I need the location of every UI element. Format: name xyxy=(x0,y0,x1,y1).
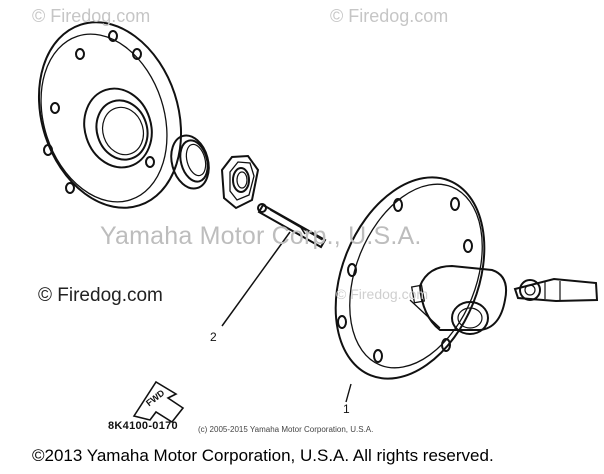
brake-plate-left xyxy=(37,21,183,209)
cotter-pin xyxy=(257,203,327,249)
diagram-copyright: (c) 2005-2015 Yamaha Motor Corporation, … xyxy=(198,425,374,434)
watermark-inner: © Firedog.com xyxy=(336,286,429,302)
watermark-top-left: © Firedog.com xyxy=(32,6,151,26)
watermark-middle-left: © Firedog.com xyxy=(38,285,163,306)
footer-copyright: ©2013 Yamaha Motor Corporation, U.S.A. A… xyxy=(32,446,494,465)
callout-part-2: 2 xyxy=(210,330,217,344)
hub-flange-right xyxy=(334,176,508,380)
leader-line-2 xyxy=(221,231,291,327)
watermark-top-right: © Firedog.com xyxy=(330,6,449,26)
oil-seal xyxy=(170,134,210,190)
callout-part-1: 1 xyxy=(343,402,350,416)
adjuster-bolt xyxy=(513,277,599,303)
lock-nut xyxy=(220,154,260,210)
fwd-arrow-icon xyxy=(132,380,185,424)
part-code: 8K4100-0170 xyxy=(108,420,178,432)
watermark-center: Yamaha Motor Corp., U.S.A. xyxy=(100,222,422,250)
leader-line-1 xyxy=(345,383,352,403)
